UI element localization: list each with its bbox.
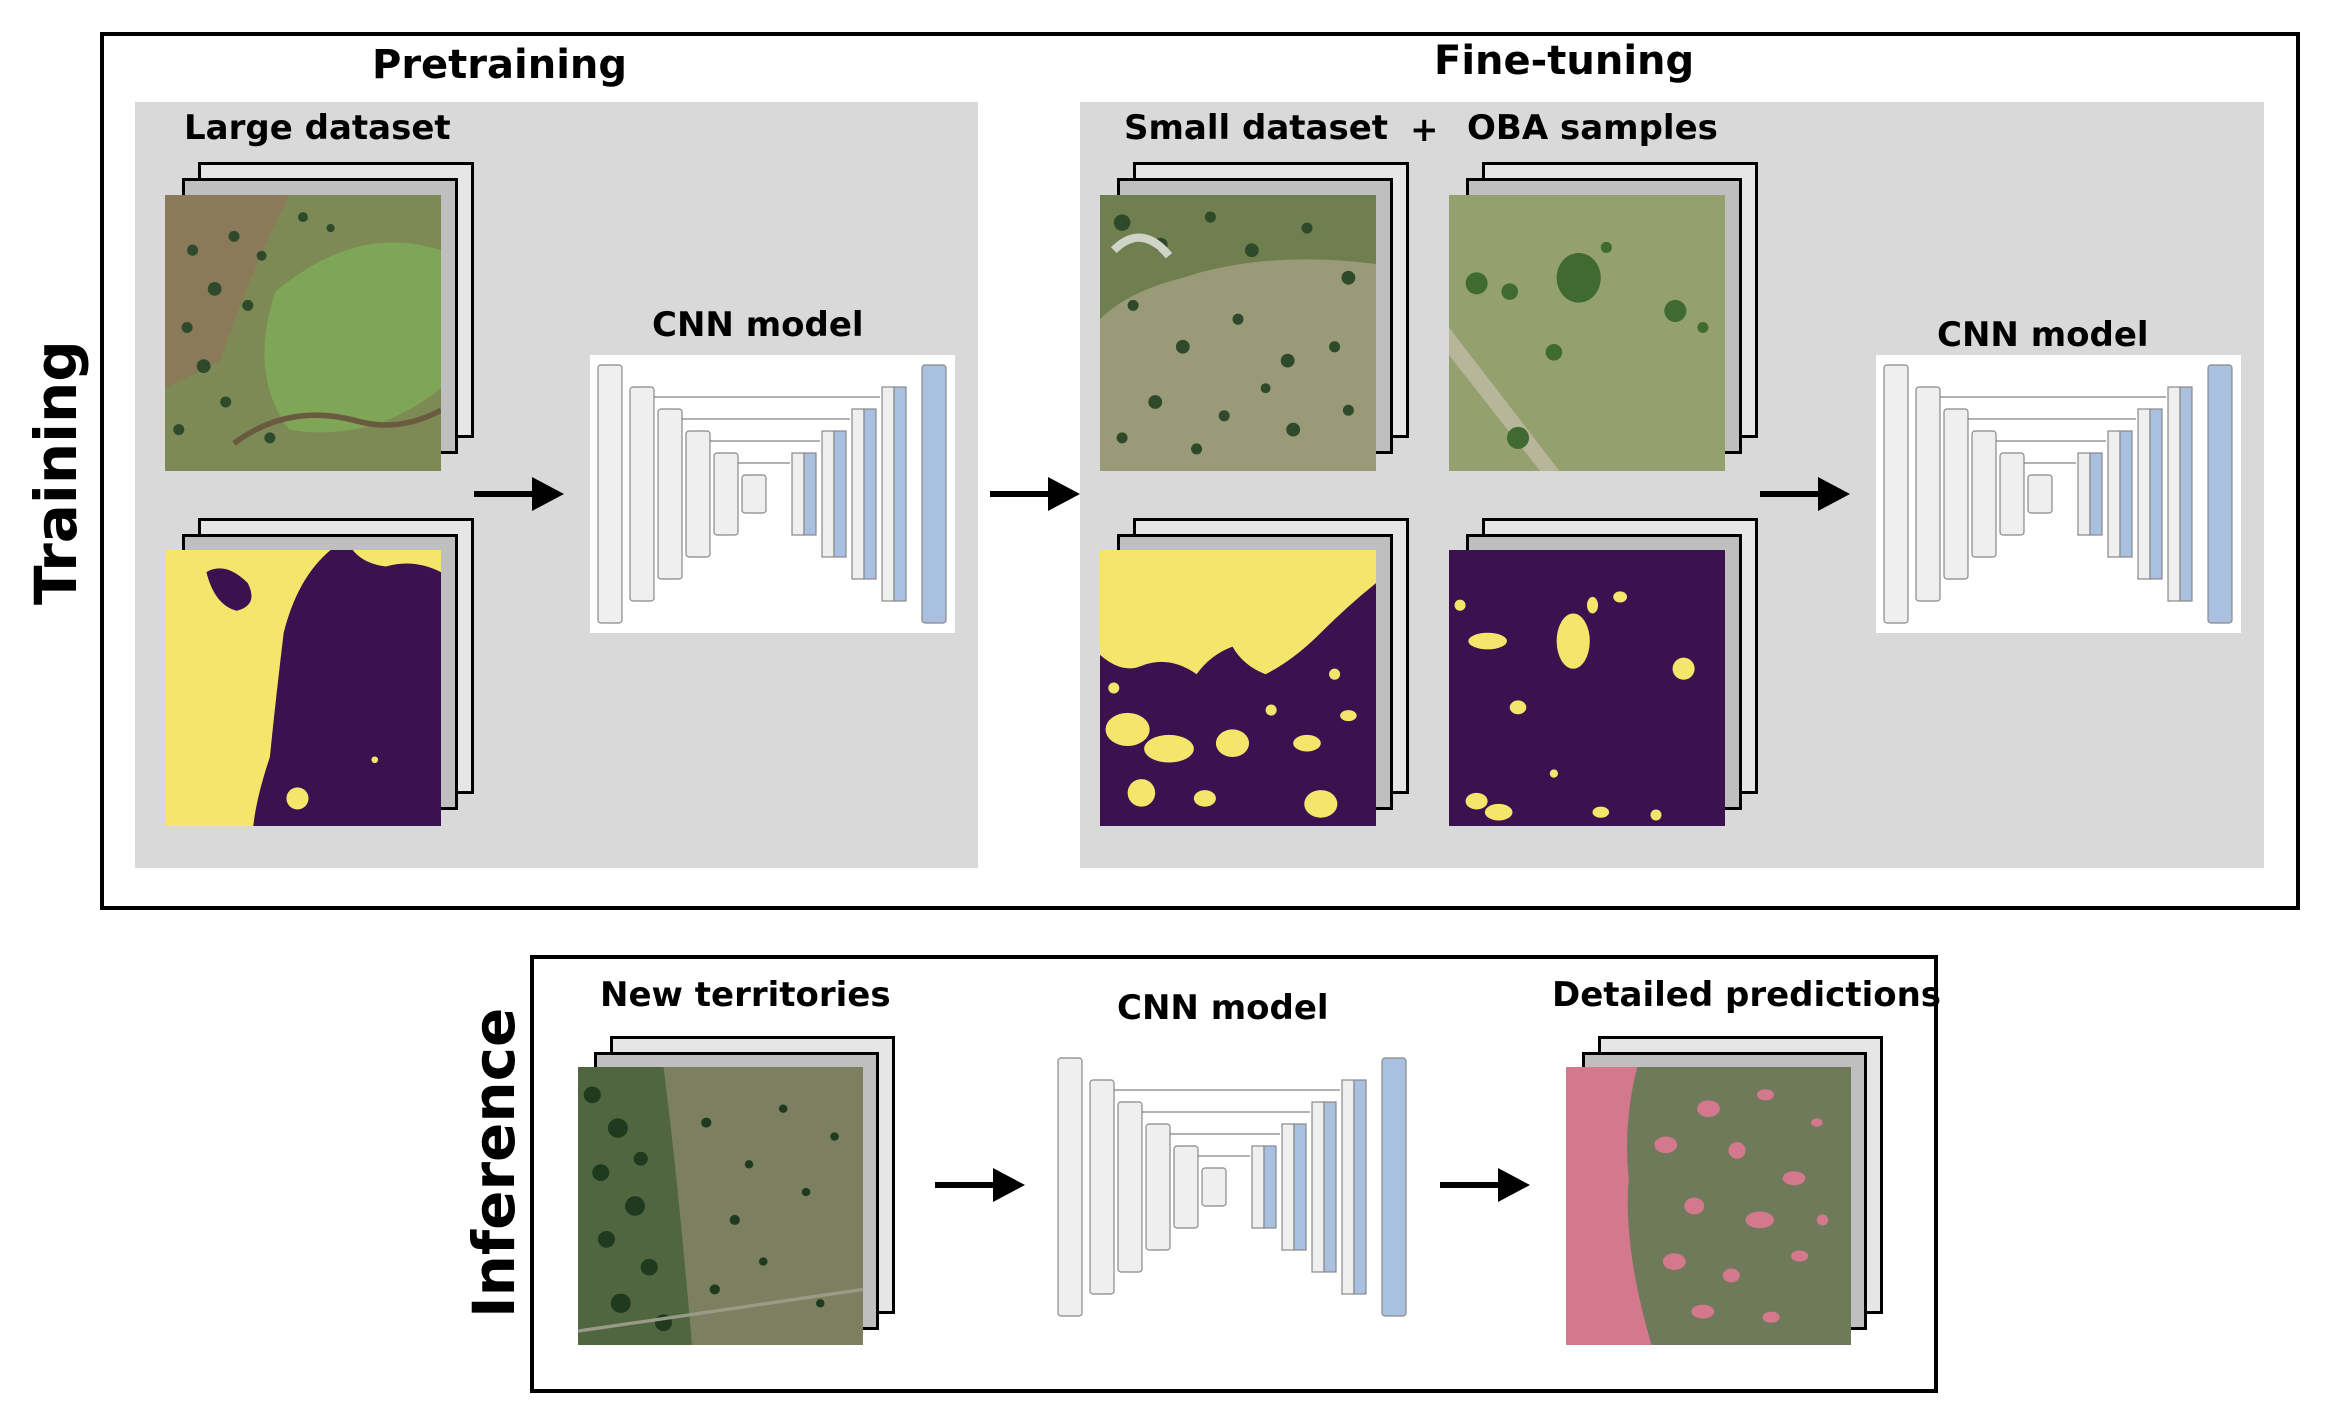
training-side-label: Training	[22, 340, 90, 605]
cnn-model-diagram	[1876, 355, 2241, 633]
arrow-right-icon	[1760, 477, 1850, 511]
new-territories-label: New territories	[600, 975, 891, 1015]
detailed-predictions-label: Detailed predictions	[1552, 975, 1942, 1015]
arrow-right-icon	[1440, 1168, 1530, 1202]
large-dataset-label: Large dataset	[184, 108, 451, 148]
small-dataset-label: Small dataset	[1124, 108, 1389, 148]
aerial-image-small-dataset	[1100, 195, 1376, 471]
arrow-right-icon	[990, 477, 1080, 511]
aerial-image-new-territories	[578, 1067, 863, 1345]
pretraining-cnn-label: CNN model	[652, 305, 864, 345]
training-frame	[100, 32, 2300, 910]
plus-sign: +	[1410, 110, 1439, 150]
arrow-right-icon	[935, 1168, 1025, 1202]
mask-image-oba-samples	[1449, 550, 1725, 826]
mask-image-large-dataset	[165, 550, 441, 826]
prediction-image	[1566, 1067, 1851, 1345]
finetuning-title: Fine-tuning	[1434, 38, 1695, 84]
oba-samples-label: OBA samples	[1467, 108, 1718, 148]
inference-side-label: Inference	[460, 1007, 528, 1318]
cnn-model-diagram	[590, 355, 955, 633]
cnn-model-diagram	[1050, 1048, 1415, 1326]
finetuning-cnn-label: CNN model	[1937, 315, 2149, 355]
mask-image-small-dataset	[1100, 550, 1376, 826]
inference-frame	[530, 955, 1938, 1393]
inference-cnn-label: CNN model	[1117, 988, 1329, 1028]
aerial-image-oba-samples	[1449, 195, 1725, 471]
aerial-image-large-dataset	[165, 195, 441, 471]
arrow-right-icon	[474, 477, 564, 511]
pretraining-title: Pretraining	[372, 42, 628, 88]
